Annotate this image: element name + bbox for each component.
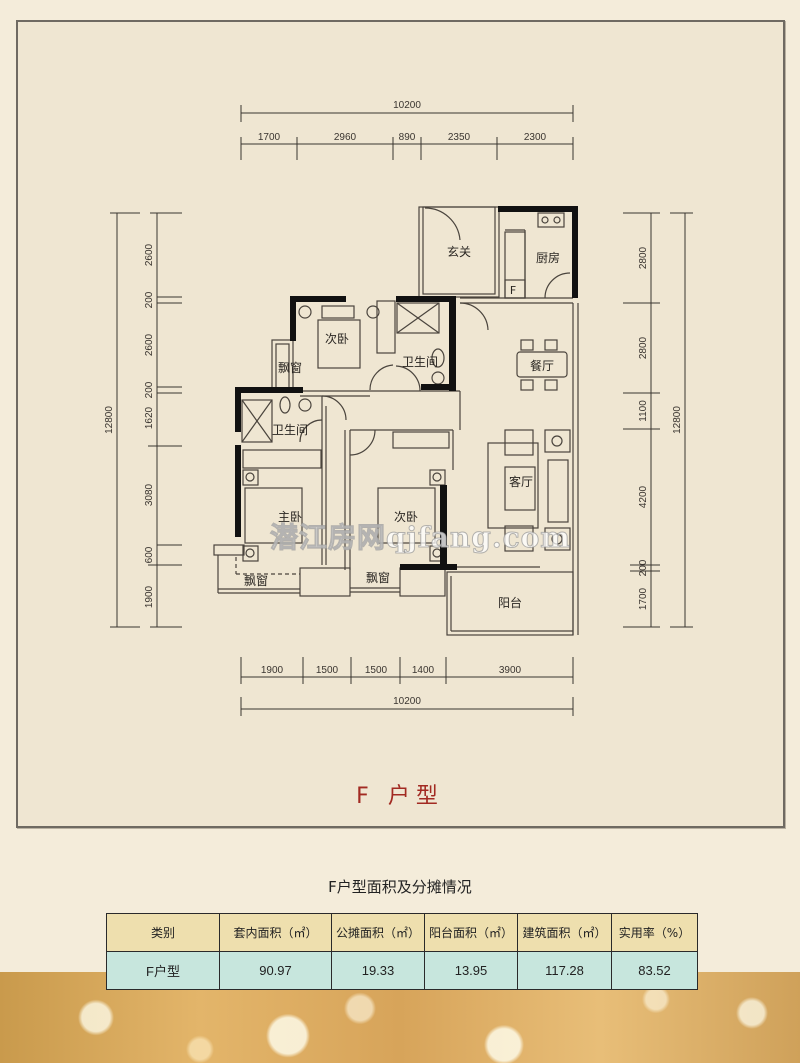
table-cell: 83.52 — [611, 951, 698, 990]
header-cell: 实用率（%） — [611, 913, 698, 952]
svg-text:飘窗: 飘窗 — [278, 361, 302, 375]
svg-text:飘窗: 飘窗 — [244, 574, 268, 588]
table-row: F户型 90.97 19.33 13.95 117.28 83.52 — [106, 951, 698, 990]
svg-text:次卧: 次卧 — [394, 510, 418, 524]
svg-text:1700: 1700 — [258, 132, 281, 143]
plan-title: F 户型 — [356, 784, 444, 809]
svg-text:10200: 10200 — [393, 696, 421, 707]
svg-text:1100: 1100 — [638, 400, 649, 422]
area-table: 类别 套内面积（㎡） 公摊面积（㎡） 阳台面积（㎡） 建筑面积（㎡） 实用率（%… — [106, 913, 698, 990]
table-cell: 13.95 — [424, 951, 518, 990]
svg-text:2300: 2300 — [524, 132, 547, 143]
svg-text:1900: 1900 — [261, 665, 284, 676]
svg-text:卫生间: 卫生间 — [272, 423, 308, 437]
header-cell: 建筑面积（㎡） — [517, 913, 612, 952]
svg-text:200: 200 — [144, 381, 155, 398]
svg-text:F: F — [510, 284, 516, 297]
svg-text:阳台: 阳台 — [498, 595, 522, 610]
svg-text:玄关: 玄关 — [447, 244, 471, 259]
table-cell: 117.28 — [517, 951, 612, 990]
svg-text:1400: 1400 — [412, 665, 435, 676]
svg-text:1500: 1500 — [316, 665, 339, 676]
svg-text:餐厅: 餐厅 — [530, 358, 554, 373]
svg-text:2600: 2600 — [144, 243, 155, 266]
svg-text:200: 200 — [144, 291, 155, 308]
svg-text:200: 200 — [638, 559, 649, 576]
svg-text:890: 890 — [399, 132, 416, 143]
svg-text:1700: 1700 — [638, 587, 649, 610]
svg-text:1620: 1620 — [144, 406, 155, 429]
table-header-row: 类别 套内面积（㎡） 公摊面积（㎡） 阳台面积（㎡） 建筑面积（㎡） 实用率（%… — [106, 913, 698, 952]
svg-text:12800: 12800 — [104, 406, 115, 434]
svg-text:2960: 2960 — [334, 132, 357, 143]
svg-text:3080: 3080 — [144, 483, 155, 506]
svg-text:飘窗: 飘窗 — [366, 571, 390, 585]
svg-text:2800: 2800 — [638, 336, 649, 359]
svg-text:主卧: 主卧 — [278, 510, 302, 524]
table-cell: 19.33 — [331, 951, 425, 990]
table-cell: F户型 — [106, 951, 220, 990]
header-cell: 类别 — [106, 913, 220, 952]
svg-text:600: 600 — [144, 546, 155, 563]
svg-text:12800: 12800 — [672, 406, 683, 434]
table-title: F户型面积及分摊情况 — [328, 878, 472, 896]
svg-text:4200: 4200 — [638, 485, 649, 508]
svg-text:3900: 3900 — [499, 665, 522, 676]
svg-text:卫生间: 卫生间 — [402, 355, 438, 369]
svg-text:次卧: 次卧 — [325, 332, 349, 346]
svg-text:客厅: 客厅 — [509, 474, 533, 489]
svg-text:2350: 2350 — [448, 132, 471, 143]
header-cell: 公摊面积（㎡） — [331, 913, 425, 952]
svg-text:1500: 1500 — [365, 665, 388, 676]
svg-text:厨房: 厨房 — [536, 250, 560, 265]
table-cell: 90.97 — [219, 951, 332, 990]
floor-plan-frame — [16, 20, 785, 828]
svg-text:1900: 1900 — [144, 585, 155, 608]
header-cell: 阳台面积（㎡） — [424, 913, 518, 952]
header-cell: 套内面积（㎡） — [219, 913, 332, 952]
svg-text:2600: 2600 — [144, 333, 155, 356]
svg-text:10200: 10200 — [393, 100, 421, 111]
svg-text:2800: 2800 — [638, 246, 649, 269]
